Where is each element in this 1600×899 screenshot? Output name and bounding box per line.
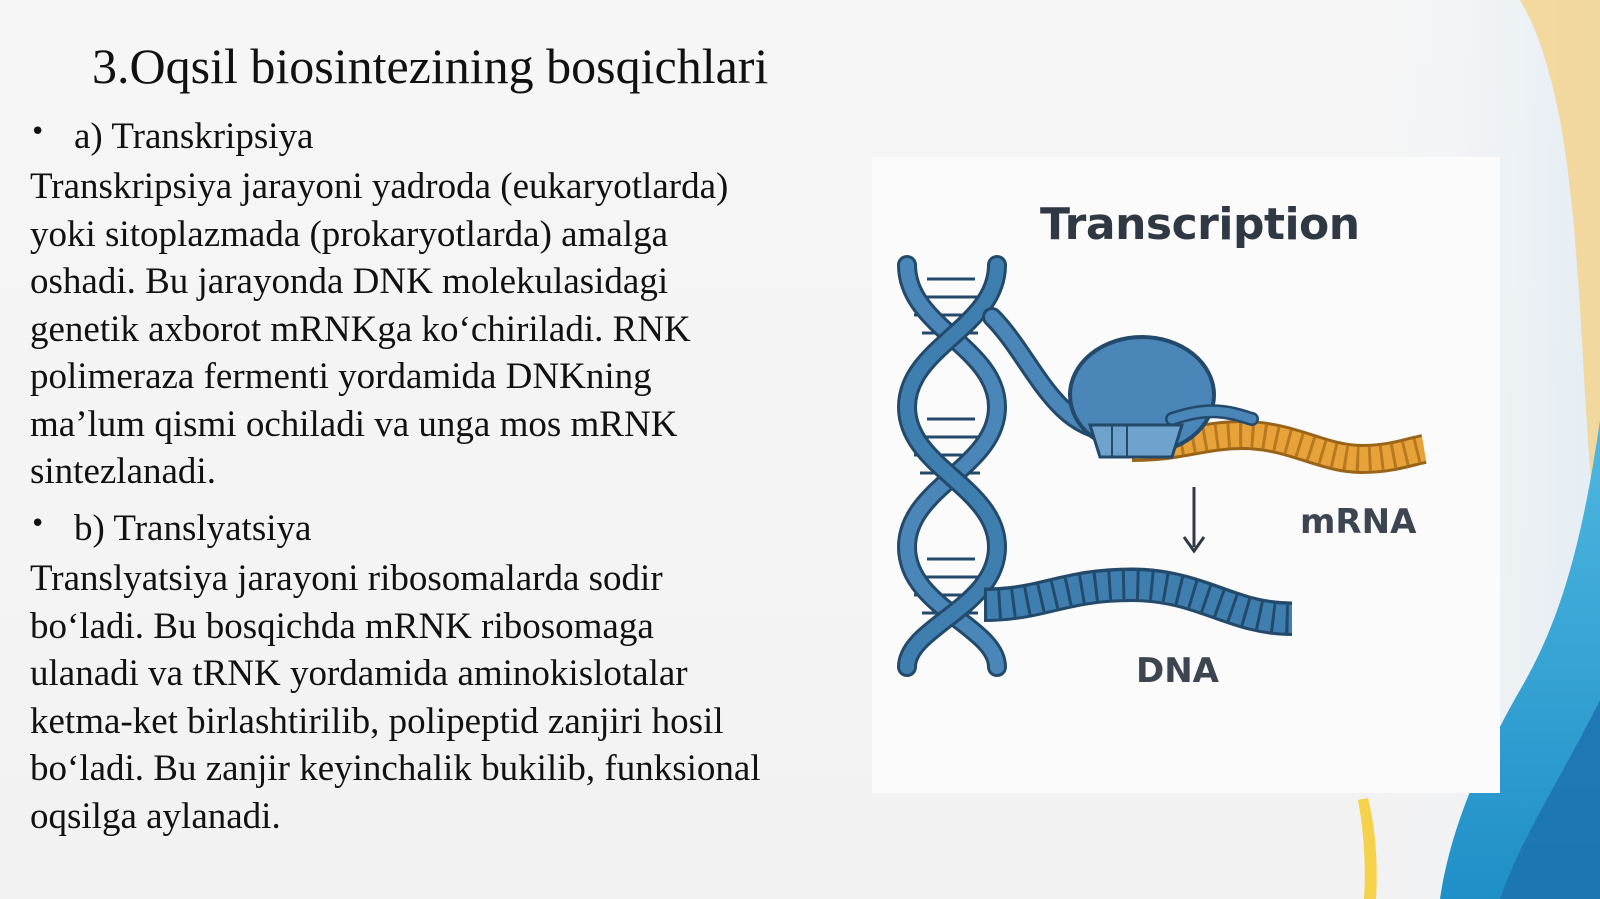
slide-title: 3.Oqsil biosintezining bosqichlari: [92, 38, 769, 94]
paragraph-line: yoki sitoplazmada (prokaryotlarda) amalg…: [30, 213, 668, 255]
bullet-dot-icon: •: [30, 509, 46, 539]
dna-label: DNA: [1136, 651, 1219, 691]
paragraph-line: oshadi. Bu jarayonda DNK molekulasidagi: [30, 261, 669, 302]
paragraph-line: ulanadi va tRNK yordamida aminokislotala…: [30, 653, 688, 694]
dna-helix-icon: [896, 255, 1008, 677]
paragraph-transkripsiya: Transkripsiya jarayoni yadroda (eukaryot…: [30, 163, 830, 496]
bullet-label: a) Transkripsiya: [74, 116, 314, 157]
bullet-dot-icon: •: [30, 117, 46, 147]
bullet-translyatsiya: • b) Translyatsiya: [30, 500, 311, 553]
paragraph-line: ma’lum qismi ochiladi va unga mos mRNK: [30, 403, 678, 445]
paragraph-line: bo‘ladi. Bu bosqichda mRNK ribosomaga: [30, 605, 654, 647]
figure-title: Transcription: [1040, 199, 1360, 250]
dark-blue-wave-shape: [1500, 700, 1600, 899]
transcription-diagram: [896, 255, 1427, 677]
mrna-label: mRNA: [1300, 502, 1417, 542]
paragraph-line: genetik axborot mRNKga ko‘chiriladi. RNK: [30, 308, 691, 350]
paragraph-line: sintezlanadi.: [30, 451, 216, 492]
transcription-figure: Transcription mRNA DNA: [872, 157, 1500, 793]
paragraph-line: oqsilga aylanadi.: [30, 795, 281, 837]
dna-strand-icon: [983, 567, 1293, 636]
bullet-label: b) Translyatsiya: [74, 508, 312, 549]
paragraph-line: bo‘ladi. Bu zanjir keyinchalik bukilib, …: [30, 748, 761, 789]
bullet-transkripsiya: • a) Transkripsiya: [30, 108, 313, 161]
paragraph-line: ketma-ket birlashtirilib, polipeptid zan…: [30, 700, 724, 742]
yellow-accent-shape: [1358, 798, 1377, 899]
yellow-wave-shape: [1520, 0, 1600, 560]
paragraph-line: Translyatsiya jarayoni ribosomalarda sod…: [30, 558, 663, 599]
paragraph-translyatsiya: Translyatsiya jarayoni ribosomalarda sod…: [30, 555, 830, 840]
paragraph-line: polimeraza fermenti yordamida DNKning: [30, 356, 652, 397]
paragraph-line: Transkripsiya jarayoni yadroda (eukaryot…: [30, 166, 729, 207]
down-arrow-icon: [1182, 487, 1206, 554]
